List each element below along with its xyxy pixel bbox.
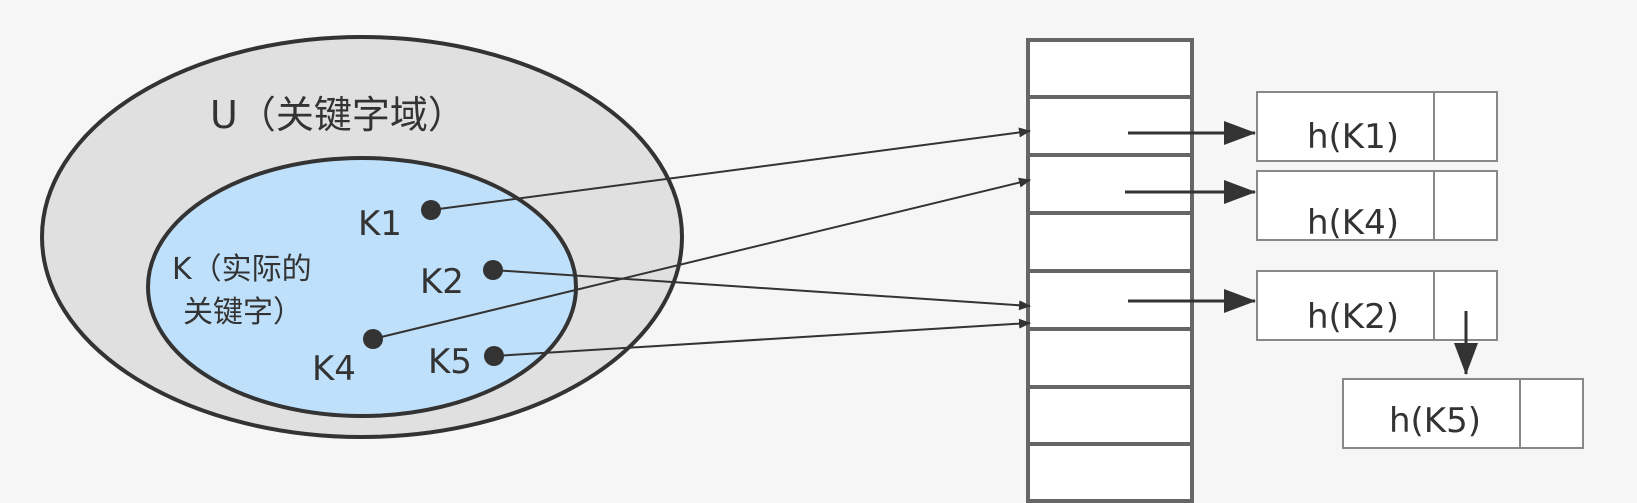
actual-keys-label-line2: 关键字） <box>183 295 303 330</box>
actual-keys-ellipse <box>146 156 578 418</box>
key-label-k4: K4 <box>312 349 356 389</box>
arrow-k1-to-slot <box>430 127 1031 211</box>
arrow-k2-to-slot <box>492 269 1031 311</box>
hash-table-slot <box>1026 385 1194 446</box>
chain-node-label-k2: h(K2) <box>1307 297 1399 337</box>
chain-node-k1: h(K1) <box>1256 91 1498 162</box>
hash-table-slot <box>1026 38 1194 99</box>
universe-label: U（关键字域） <box>210 93 466 137</box>
hash-table-slot <box>1026 95 1194 157</box>
chain-node-k5: h(K5) <box>1342 378 1584 449</box>
arrow-k5-to-slot <box>493 318 1031 357</box>
key-label-k5: K5 <box>428 342 472 382</box>
hash-table-slot <box>1026 211 1194 273</box>
hash-table-slot <box>1026 442 1194 503</box>
key-label-k1: K1 <box>358 204 402 244</box>
arrow-k4-to-slot <box>372 177 1031 340</box>
chain-node-label-k1: h(K1) <box>1307 117 1399 157</box>
hash-table <box>1026 38 1194 503</box>
key-label-k2: K2 <box>420 262 464 302</box>
chain-node-k4: h(K4) <box>1256 170 1498 243</box>
chain-node-label-k4: h(K4) <box>1307 203 1399 243</box>
actual-keys-label-line1: K（实际的 <box>172 252 312 287</box>
chain-node-k2: h(K2) <box>1256 270 1498 341</box>
hash-table-slot <box>1026 153 1194 215</box>
chain-node-label-k5: h(K5) <box>1389 401 1481 441</box>
hash-table-slot <box>1026 327 1194 389</box>
